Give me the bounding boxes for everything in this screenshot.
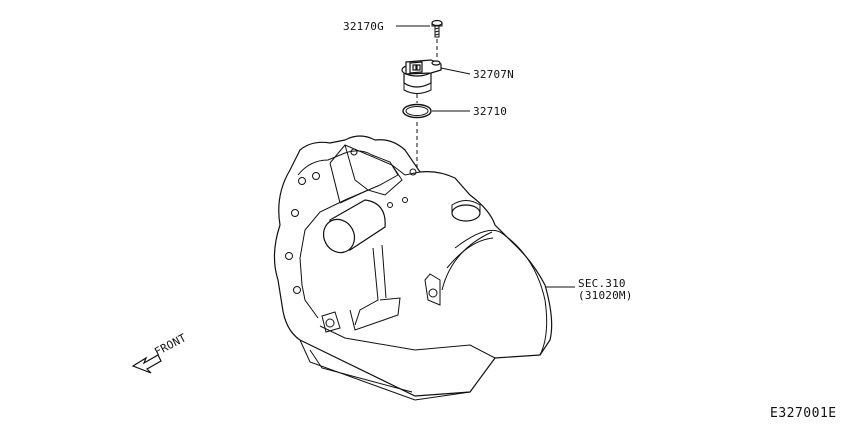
front-label: FRONT	[152, 331, 188, 359]
transmission-housing	[273, 135, 553, 401]
o-ring-32710	[402, 103, 432, 119]
label-32170g: 32170G	[343, 20, 384, 33]
bolt-32170g	[431, 19, 443, 38]
label-32710: 32710	[473, 105, 507, 118]
speed-sensor-32707n	[401, 59, 442, 94]
section-ref-line2: (31020M)	[578, 289, 633, 302]
section-ref-line1: SEC.310	[578, 277, 626, 290]
diagram-code: E327001E	[770, 406, 837, 421]
label-32707n: 32707N	[473, 68, 514, 81]
front-direction-arrow	[131, 354, 162, 374]
